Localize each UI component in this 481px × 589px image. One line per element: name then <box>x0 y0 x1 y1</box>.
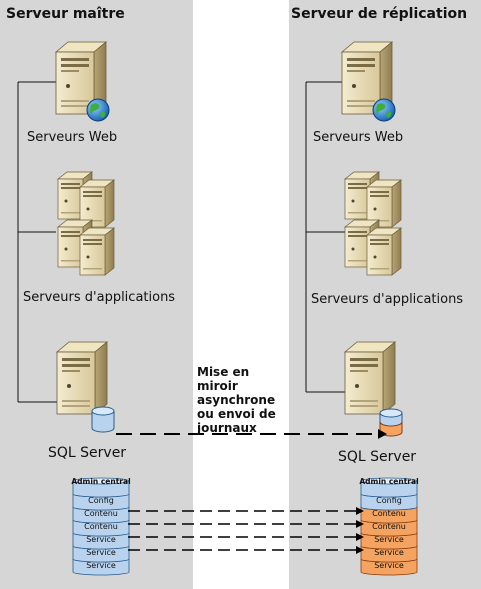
primary-db-label: Service <box>86 535 116 544</box>
mirroring-note: Mise en miroir asynchrone ou envoi de jo… <box>197 365 276 435</box>
replica-globe-icon <box>372 98 396 122</box>
replica-db-label: Config <box>376 496 402 505</box>
replica-network-line <box>305 81 346 393</box>
replica-db-label: Contenu <box>372 509 406 518</box>
primary-app-servers-icon <box>57 171 115 276</box>
primary-network-line <box>17 81 60 403</box>
primary-db-label: Contenu <box>84 509 118 518</box>
primary-sql-server-icon <box>56 341 108 415</box>
replica-db-label: Service <box>374 535 404 544</box>
primary-farm-title: Serveur maître <box>6 6 125 22</box>
replica-db-label: Admin central <box>359 477 418 486</box>
primary-db-label: Service <box>86 548 116 557</box>
primary-globe-icon <box>86 98 110 122</box>
replica-db-stack: ServiceServiceServiceContenuContenuConfi… <box>359 477 419 576</box>
replica-db-label: Service <box>374 548 404 557</box>
content-db-replication-arrows <box>128 507 364 554</box>
mirroring-arrowhead <box>378 429 387 439</box>
primary-db-label: Service <box>86 561 116 570</box>
replica-web-servers-label: Serveurs Web <box>313 130 404 145</box>
replica-app-servers-label: Serveurs d'applications <box>311 292 464 307</box>
primary-db-stack: ServiceServiceServiceContenuContenuConfi… <box>71 477 131 576</box>
replica-sql-server-icon <box>344 341 396 415</box>
replica-db-label: Service <box>374 561 404 570</box>
primary-db-label: Contenu <box>84 522 118 531</box>
primary-web-servers-label: Serveurs Web <box>27 130 118 145</box>
primary-db-segment: Admin central <box>71 477 131 498</box>
replica-app-servers-icon <box>344 171 402 276</box>
primary-app-servers-label: Serveurs d'applications <box>23 290 176 305</box>
replica-farm-title: Serveur de réplication <box>291 6 468 22</box>
replica-db-segment: Admin central <box>359 477 419 498</box>
primary-sql-server-label: SQL Server <box>48 445 127 461</box>
primary-db-label: Admin central <box>71 477 130 486</box>
primary-database-icon <box>91 406 115 433</box>
replica-db-label: Contenu <box>372 522 406 531</box>
primary-db-label: Config <box>88 496 114 505</box>
replica-sql-server-label: SQL Server <box>338 449 417 465</box>
